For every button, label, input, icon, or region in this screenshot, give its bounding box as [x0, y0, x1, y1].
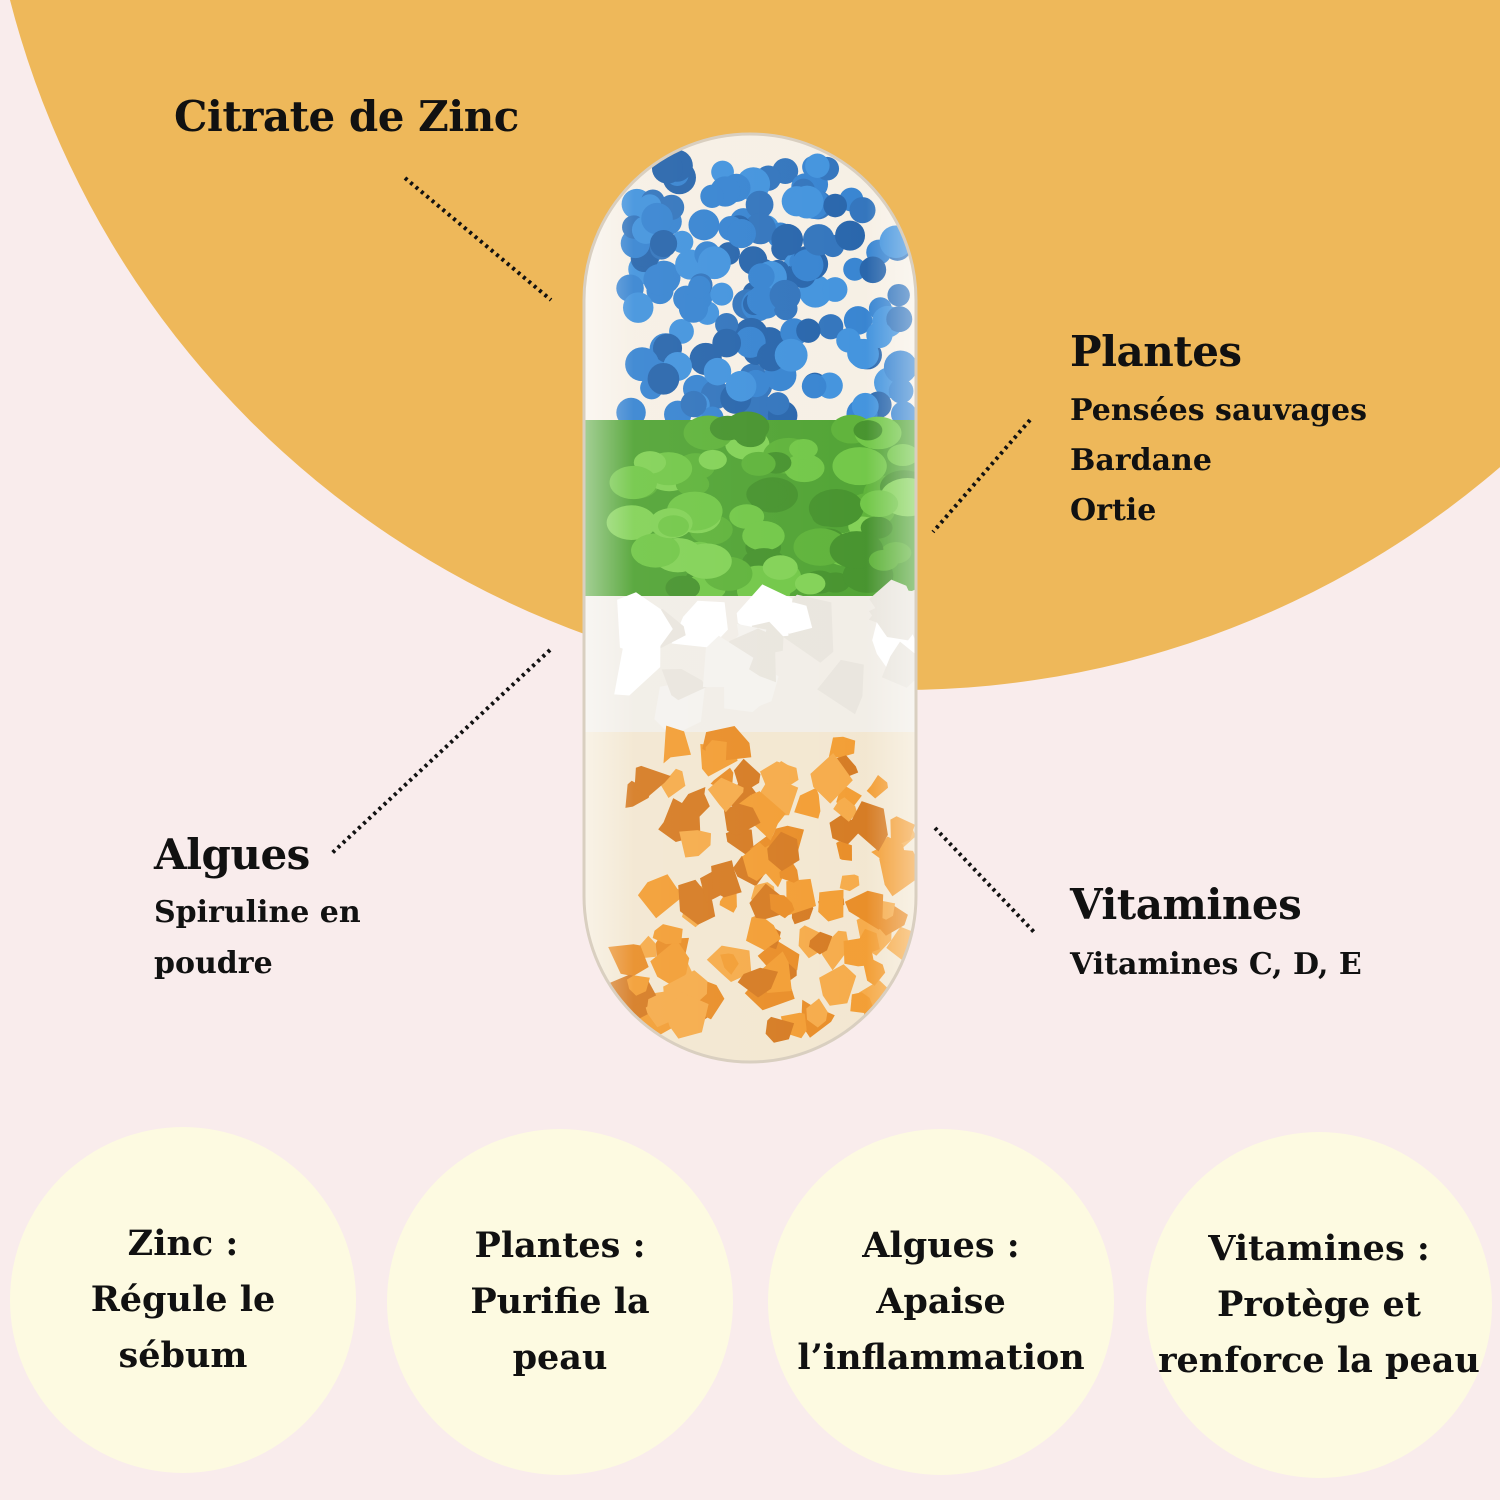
benefit-line: sébum — [118, 1335, 248, 1376]
benefit-circle-algues: Algues : Apaise l’inflammation — [768, 1129, 1114, 1475]
plantes-title: Plantes — [1070, 327, 1242, 376]
benefit-line: l’inflammation — [797, 1337, 1085, 1378]
algues-item: poudre — [154, 946, 273, 981]
vitamines-item: Vitamines C, D, E — [1070, 947, 1362, 982]
benefit-line: renforce la peau — [1158, 1340, 1480, 1381]
benefit-line: Régule le — [90, 1279, 276, 1320]
plantes-item: Pensées sauvages — [1070, 393, 1368, 428]
benefit-line: Plantes : — [474, 1225, 646, 1266]
plantes-item: Ortie — [1070, 493, 1157, 528]
benefit-line: Algues : — [862, 1225, 1020, 1266]
benefit-circle-plantes: Plantes : Purifie la peau — [387, 1129, 733, 1475]
algues-item: Spiruline en — [154, 895, 361, 930]
benefit-line: Apaise — [876, 1281, 1006, 1322]
benefit-line: peau — [512, 1337, 608, 1378]
benefit-circle-vitamines: Vitamines : Protège et renforce la peau — [1146, 1132, 1492, 1478]
zinc-title: Citrate de Zinc — [174, 92, 519, 141]
algues-title: Algues — [154, 830, 310, 879]
vitamines-title: Vitamines — [1070, 880, 1302, 929]
benefit-circle-zinc: Zinc : Régule le sébum — [10, 1127, 356, 1473]
plantes-item: Bardane — [1070, 443, 1212, 478]
vitamins-leader-line — [933, 826, 1036, 934]
benefit-line: Vitamines : — [1208, 1228, 1430, 1269]
algae-leader-line — [328, 648, 552, 857]
benefit-line: Protège et — [1217, 1284, 1421, 1325]
benefit-line: Zinc : — [127, 1223, 239, 1264]
benefit-line: Purifie la — [470, 1281, 650, 1322]
